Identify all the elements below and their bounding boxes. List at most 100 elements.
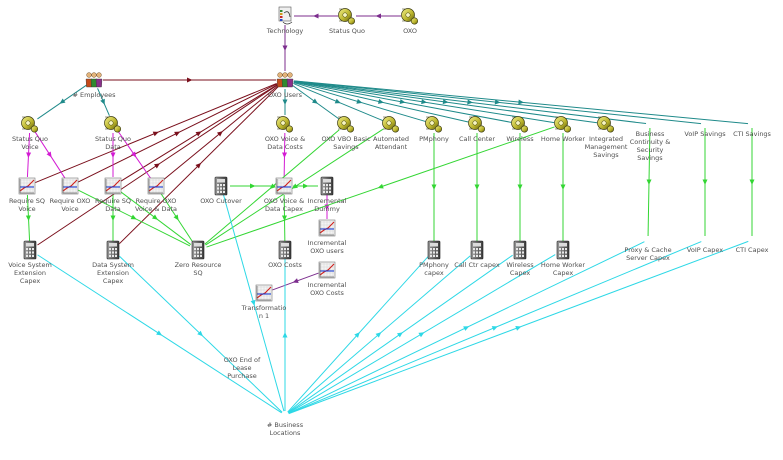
graph-icon	[318, 219, 336, 237]
calc-icon	[23, 240, 37, 260]
edge-data_sys_capex-to-oxo_users	[119, 85, 279, 245]
node-employees[interactable]: # Employees	[72, 72, 116, 99]
node-oxo-costs[interactable]: OXO Costs	[268, 240, 302, 269]
node-oxo-vd-costs[interactable]: OXO Voice &Data Costs	[265, 116, 305, 152]
node-wireless[interactable]: Wireless	[506, 116, 534, 144]
edge-call_center-to-call_ctr_capex	[474, 133, 480, 241]
graph-icon	[18, 177, 36, 195]
node-home-worker[interactable]: Home Worker	[541, 116, 585, 144]
node-label: Integrated	[589, 135, 623, 143]
node-oxo-vd-capex[interactable]: OXO Voice &Data Capex	[264, 177, 304, 213]
calc-icon	[320, 176, 334, 196]
node-label: Status Quo	[12, 135, 48, 143]
edge-data_sys_capex-to-business_locations	[119, 255, 283, 413]
node-label: OXO End of	[224, 356, 261, 364]
node-label: n 1	[259, 312, 269, 320]
node-oxo-users[interactable]: OXO Users	[268, 72, 303, 99]
edge-business_locations-to-oxo_costs	[282, 259, 288, 411]
node-label: Voice System	[8, 261, 52, 269]
tech-icon	[278, 6, 293, 25]
calc-icon	[106, 240, 120, 260]
edges-layer	[25, 13, 755, 415]
edge-oxo_users-to-home_worker	[293, 80, 555, 124]
gear-icon	[468, 116, 486, 133]
node-label: Business	[636, 130, 665, 138]
node-voip-savings[interactable]: VoIP Savings	[684, 130, 726, 138]
calc-icon	[214, 176, 228, 196]
edge-oxo_users-to-voip_savings	[293, 80, 702, 125]
edge-req_oxo_voice-to-zero_resource	[77, 189, 191, 247]
node-label: Require OXO	[136, 197, 177, 205]
edge-business_continuity-to-proxy_cache_capex	[646, 127, 652, 237]
node-oxo-top[interactable]: OXO	[401, 8, 419, 36]
node-label: Voice	[18, 205, 35, 213]
edge-cti_savings-to-cti_capex	[749, 128, 755, 236]
node-label: Data	[105, 205, 121, 213]
edge-req_sq_voice-to-voice_sys_capex	[25, 194, 31, 242]
graph-icon	[275, 177, 293, 195]
node-status-quo-top[interactable]: Status Quo	[329, 8, 365, 36]
node-voip-capex[interactable]: VoIP Capex	[687, 246, 723, 254]
edge-business_locations-to-wireless_capex	[287, 254, 513, 414]
edge-oxo_users-to-oxo_vbs	[292, 84, 339, 120]
graph-icon	[147, 177, 165, 195]
edge-req_sq_data-to-zero_resource	[119, 191, 192, 245]
node-label: Wireless	[506, 261, 534, 269]
node-cti-capex[interactable]: CTI Capex	[736, 246, 769, 254]
node-label: Data Capex	[265, 205, 303, 213]
node-label: Capex	[103, 277, 124, 285]
node-label: OXO Costs	[268, 261, 302, 269]
node-technology[interactable]: Technology	[266, 6, 304, 35]
edge-employees-to-oxo_users	[103, 77, 276, 83]
node-label: OXO Users	[268, 91, 303, 99]
edge-business_locations-to-proxy_cache_capex	[288, 241, 645, 414]
node-label: Incremental	[308, 239, 347, 247]
node-label: # Business	[267, 421, 304, 429]
node-oxo-cutover[interactable]: OXO Cutover	[200, 176, 242, 205]
node-label: OXO Cutover	[200, 197, 242, 205]
node-label: Incremental	[308, 281, 347, 289]
edge-wireless-to-wireless_capex	[517, 133, 523, 241]
calc-icon	[470, 240, 484, 260]
node-label: # Employees	[72, 91, 116, 99]
node-cti-savings[interactable]: CTI Savings	[733, 130, 771, 138]
node-call-center[interactable]: Call Center	[459, 116, 495, 144]
gear-icon	[337, 116, 355, 133]
gear-icon	[511, 116, 529, 133]
node-label: Wireless	[506, 135, 534, 143]
edge-oxo_vd_capex-to-incremental_dummy	[293, 183, 318, 189]
node-label: SQ	[193, 269, 202, 277]
gear-icon	[276, 116, 294, 133]
node-pmphony[interactable]: PMphony	[419, 116, 449, 144]
node-call-ctr-capex[interactable]: Call Ctr capex	[454, 240, 500, 269]
edge-oxo_vbs-to-zero_resource	[204, 129, 340, 245]
node-label: Voice & Data	[135, 205, 177, 213]
graph-icon	[104, 177, 122, 195]
node-label: Zero Resource	[175, 261, 222, 269]
edge-auto_attendant-to-zero_resource	[205, 128, 384, 246]
